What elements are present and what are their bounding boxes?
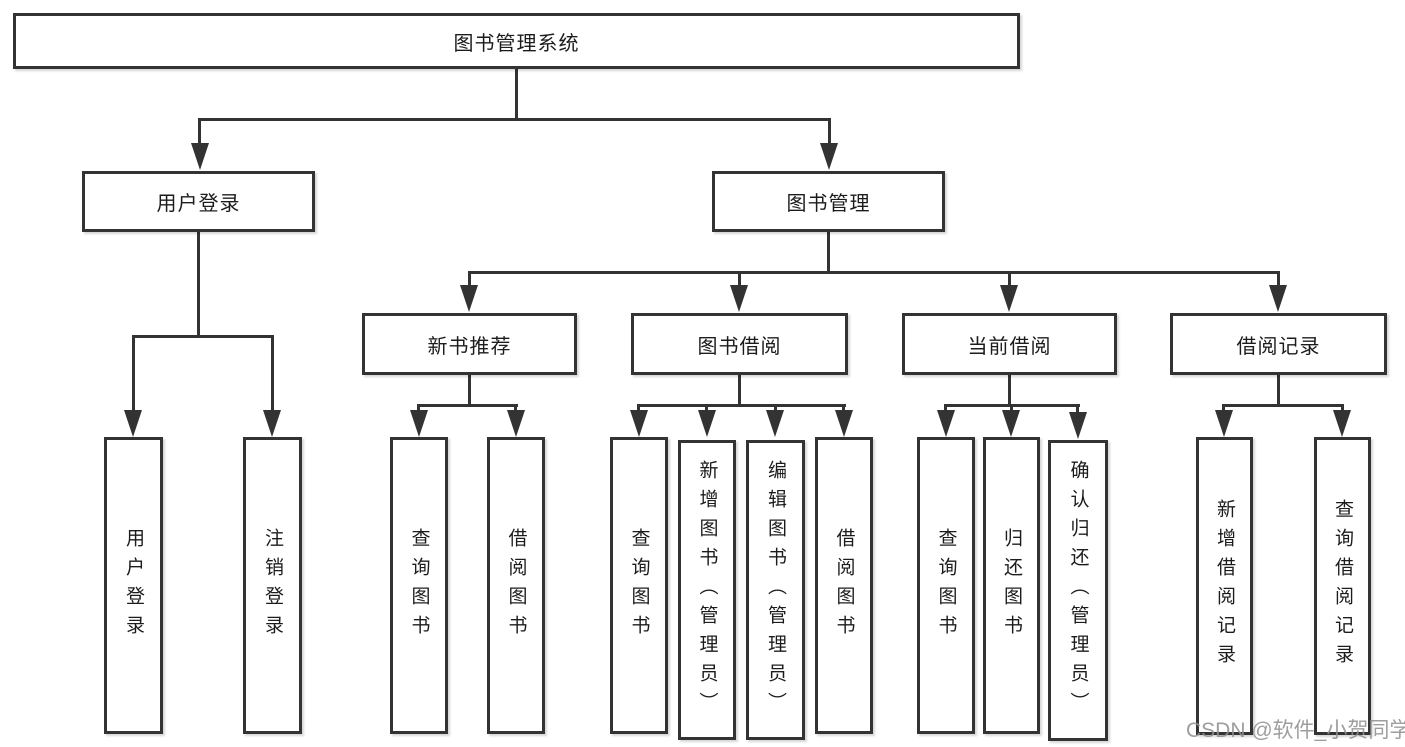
connector-shaft <box>198 118 201 145</box>
node-leaf-add-books-admin: 新增图书（管理员） <box>678 440 736 740</box>
node-leaf-borrow-books-borrowing: 借阅图书 <box>815 437 873 734</box>
watermark: CSDN @软件_小贺同学 <box>1186 719 1405 742</box>
connector-root-drop <box>515 68 518 121</box>
node-leaf-query-books-borrowing: 查询图书 <box>610 437 668 734</box>
node-leaf-label: 查询借阅记录 <box>1332 499 1353 673</box>
node-current-borrowing-label: 当前借阅 <box>967 335 1052 358</box>
connector-shaft <box>1277 271 1280 285</box>
connector-shaft <box>132 335 135 413</box>
node-leaf-logout-label: 注销登录 <box>262 527 283 644</box>
connector-shaft <box>1010 404 1013 413</box>
connector-shaft <box>637 404 640 413</box>
connector-shaft <box>842 404 845 413</box>
node-new-book-recommend-label: 新书推荐 <box>427 335 512 358</box>
node-user-login: 用户登录 <box>82 171 315 232</box>
node-leaf-borrow-books-recommend: 借阅图书 <box>487 437 545 734</box>
node-leaf-query-borrow-record: 查询借阅记录 <box>1314 437 1371 735</box>
node-leaf-user-login-label: 用户登录 <box>123 527 144 644</box>
arrowhead-down-icon <box>766 410 784 437</box>
node-leaf-label: 查询图书 <box>628 527 650 644</box>
node-borrow-records: 借阅记录 <box>1170 313 1387 375</box>
connector-shaft <box>774 404 777 413</box>
node-root-label: 图书管理系统 <box>453 32 580 55</box>
arrowhead-down-icon <box>507 410 525 437</box>
node-leaf-label: 新增借阅记录 <box>1214 499 1235 673</box>
node-leaf-return-books: 归还图书 <box>983 437 1040 734</box>
connector-shaft <box>1341 404 1344 413</box>
node-book-borrowing-label: 图书借阅 <box>697 335 782 358</box>
node-root: 图书管理系统 <box>13 13 1020 69</box>
node-leaf-label: 新增图书（管理员） <box>696 459 718 721</box>
node-new-book-recommend: 新书推荐 <box>362 313 577 375</box>
arrowhead-down-icon <box>410 410 428 437</box>
arrowhead-down-icon <box>460 285 478 312</box>
arrowhead-down-icon <box>124 410 142 437</box>
node-leaf-confirm-return-admin: 确认归还（管理员） <box>1048 440 1108 741</box>
connector-bus <box>417 404 518 407</box>
node-book-management-label: 图书管理 <box>786 193 871 215</box>
node-leaf-query-books-current: 查询图书 <box>917 437 975 734</box>
connector-bus <box>637 404 846 407</box>
node-leaf-label: 查询图书 <box>935 527 957 644</box>
node-borrow-records-label: 借阅记录 <box>1236 335 1321 358</box>
node-leaf-label: 确认归还（管理员） <box>1067 460 1089 721</box>
arrowhead-down-icon <box>263 410 281 437</box>
connector-shaft <box>468 271 471 285</box>
connector-drop <box>1277 375 1280 406</box>
connector-drop <box>468 375 471 406</box>
connector-shaft <box>1076 404 1079 413</box>
node-leaf-label: 查询图书 <box>408 527 430 644</box>
connector-shaft <box>738 271 741 285</box>
arrowhead-down-icon <box>730 285 748 312</box>
arrowhead-down-icon <box>630 410 648 437</box>
connector-shaft <box>705 404 708 413</box>
arrowhead-down-icon <box>1333 410 1351 437</box>
node-leaf-label: 借阅图书 <box>505 527 527 644</box>
node-book-management: 图书管理 <box>712 171 945 232</box>
arrowhead-down-icon <box>191 143 209 170</box>
connector-shaft <box>271 335 274 413</box>
connector-drop <box>1008 375 1011 406</box>
connector-shaft <box>1008 271 1011 285</box>
node-leaf-query-books-recommend: 查询图书 <box>390 437 448 734</box>
connector-root-bus <box>198 118 831 121</box>
node-leaf-add-borrow-record: 新增借阅记录 <box>1196 437 1253 735</box>
arrowhead-down-icon <box>1069 412 1087 439</box>
connector-drop <box>738 375 741 406</box>
connector-shaft <box>514 404 517 413</box>
connector-drop <box>197 231 200 338</box>
node-user-login-label: 用户登录 <box>156 193 241 215</box>
node-book-borrowing: 图书借阅 <box>631 313 848 375</box>
connector-shaft <box>944 404 947 413</box>
node-leaf-label: 借阅图书 <box>833 527 855 644</box>
node-leaf-edit-books-admin: 编辑图书（管理员） <box>746 440 805 740</box>
connector-bus <box>132 335 274 338</box>
node-current-borrowing: 当前借阅 <box>902 313 1117 375</box>
node-leaf-label: 归还图书 <box>1001 527 1022 644</box>
arrowhead-down-icon <box>1002 410 1020 437</box>
connector-shaft <box>1222 404 1225 413</box>
arrowhead-down-icon <box>1215 410 1233 437</box>
arrowhead-down-icon <box>835 410 853 437</box>
node-leaf-logout: 注销登录 <box>243 437 302 734</box>
arrowhead-down-icon <box>937 410 955 437</box>
arrowhead-down-icon <box>820 143 838 170</box>
connector-shaft <box>417 404 420 413</box>
arrowhead-down-icon <box>1000 285 1018 312</box>
connector-bus <box>1222 404 1343 407</box>
connector-drop <box>827 231 830 274</box>
arrowhead-down-icon <box>1269 285 1287 312</box>
connector-bus <box>468 271 1279 274</box>
connector-shaft <box>828 118 831 145</box>
node-leaf-user-login: 用户登录 <box>104 437 163 734</box>
arrowhead-down-icon <box>698 410 716 437</box>
node-leaf-label: 编辑图书（管理员） <box>765 459 786 721</box>
